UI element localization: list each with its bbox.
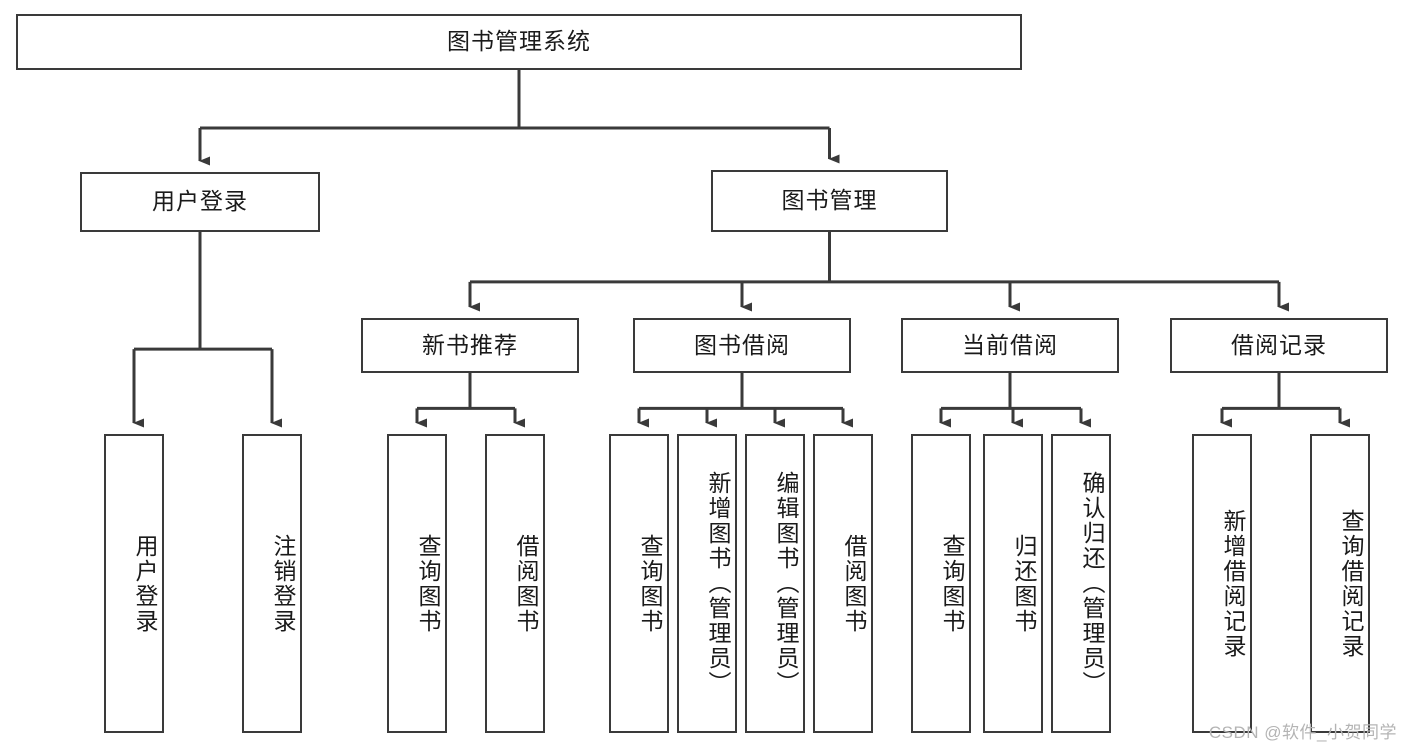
node-label: 借阅记录 [1231, 331, 1327, 358]
node-label: 用户登录 [132, 533, 158, 634]
node-leaf-query-record[interactable]: 查询借阅记录 [1310, 434, 1370, 733]
watermark-text: CSDN @软件_小贺同学 [1208, 723, 1397, 742]
node-book-manage[interactable]: 图书管理 [711, 170, 948, 232]
node-label: 图书借阅 [694, 331, 790, 358]
node-leaf-confirm-return[interactable]: 确认归还（管理员） [1051, 434, 1111, 733]
node-current-borrow[interactable]: 当前借阅 [901, 318, 1119, 373]
node-label: 图书管理 [781, 187, 878, 214]
node-leaf-add-record[interactable]: 新增借阅记录 [1192, 434, 1252, 733]
node-label: 归还图书 [1011, 533, 1037, 634]
node-label: 查询图书 [415, 533, 441, 634]
node-label: 借阅图书 [513, 533, 539, 634]
node-label: 借阅图书 [841, 533, 867, 634]
node-label: 图书管理系统 [447, 28, 591, 55]
node-label: 查询图书 [637, 533, 663, 634]
node-leaf-query-book-1[interactable]: 查询图书 [387, 434, 447, 733]
node-borrow-record[interactable]: 借阅记录 [1170, 318, 1388, 373]
node-leaf-query-book-2[interactable]: 查询图书 [609, 434, 669, 733]
node-leaf-return-book[interactable]: 归还图书 [983, 434, 1043, 733]
node-leaf-borrow-book-2[interactable]: 借阅图书 [813, 434, 873, 733]
node-leaf-user-logout[interactable]: 注销登录 [242, 434, 302, 733]
node-leaf-user-login[interactable]: 用户登录 [104, 434, 164, 733]
node-label: 新增借阅记录 [1220, 508, 1246, 659]
node-user-login[interactable]: 用户登录 [80, 172, 320, 232]
node-leaf-borrow-book-1[interactable]: 借阅图书 [485, 434, 545, 733]
node-label: 确认归还（管理员） [1079, 471, 1105, 696]
node-root[interactable]: 图书管理系统 [16, 14, 1022, 70]
node-leaf-edit-book[interactable]: 编辑图书（管理员） [745, 434, 805, 733]
node-label: 当前借阅 [962, 331, 1058, 358]
node-label: 查询借阅记录 [1338, 508, 1364, 659]
node-label: 用户登录 [152, 188, 248, 215]
node-new-book-rec[interactable]: 新书推荐 [361, 318, 579, 373]
node-leaf-query-book-3[interactable]: 查询图书 [911, 434, 971, 733]
node-label: 编辑图书（管理员） [773, 471, 799, 696]
node-label: 新书推荐 [422, 331, 518, 358]
node-book-borrow[interactable]: 图书借阅 [633, 318, 851, 373]
node-leaf-add-book[interactable]: 新增图书（管理员） [677, 434, 737, 733]
node-label: 注销登录 [270, 533, 296, 634]
node-label: 新增图书（管理员） [705, 471, 731, 696]
node-label: 查询图书 [939, 533, 965, 634]
